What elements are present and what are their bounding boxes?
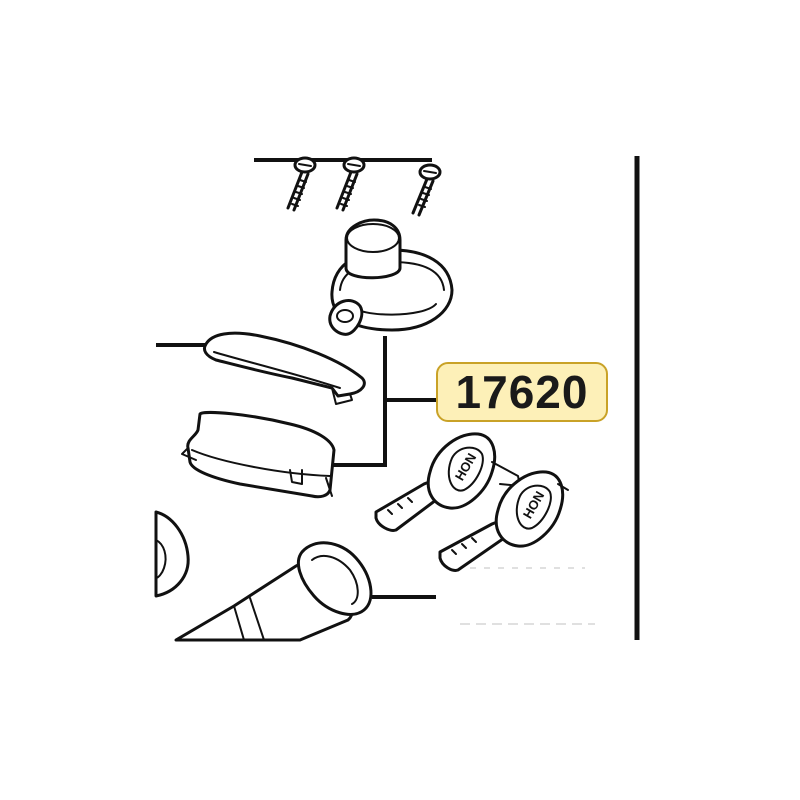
key-2: HON [438,470,569,572]
part-number-label: 17620 [455,366,589,418]
ignition-cap-part [328,218,454,336]
washer-part-fragment [154,510,190,598]
screw-2 [335,156,366,212]
lock-housing-part [181,411,336,499]
cap-leader-line [330,336,387,467]
scan-artifacts [460,567,595,625]
lock-cylinder-part [174,541,373,642]
screws-group [254,156,442,217]
seal-plate-part [202,331,366,405]
part-number-callout: 17620 [436,362,608,422]
screw-3 [411,163,442,217]
screw-1 [286,156,317,212]
key-1: HON [374,432,521,532]
